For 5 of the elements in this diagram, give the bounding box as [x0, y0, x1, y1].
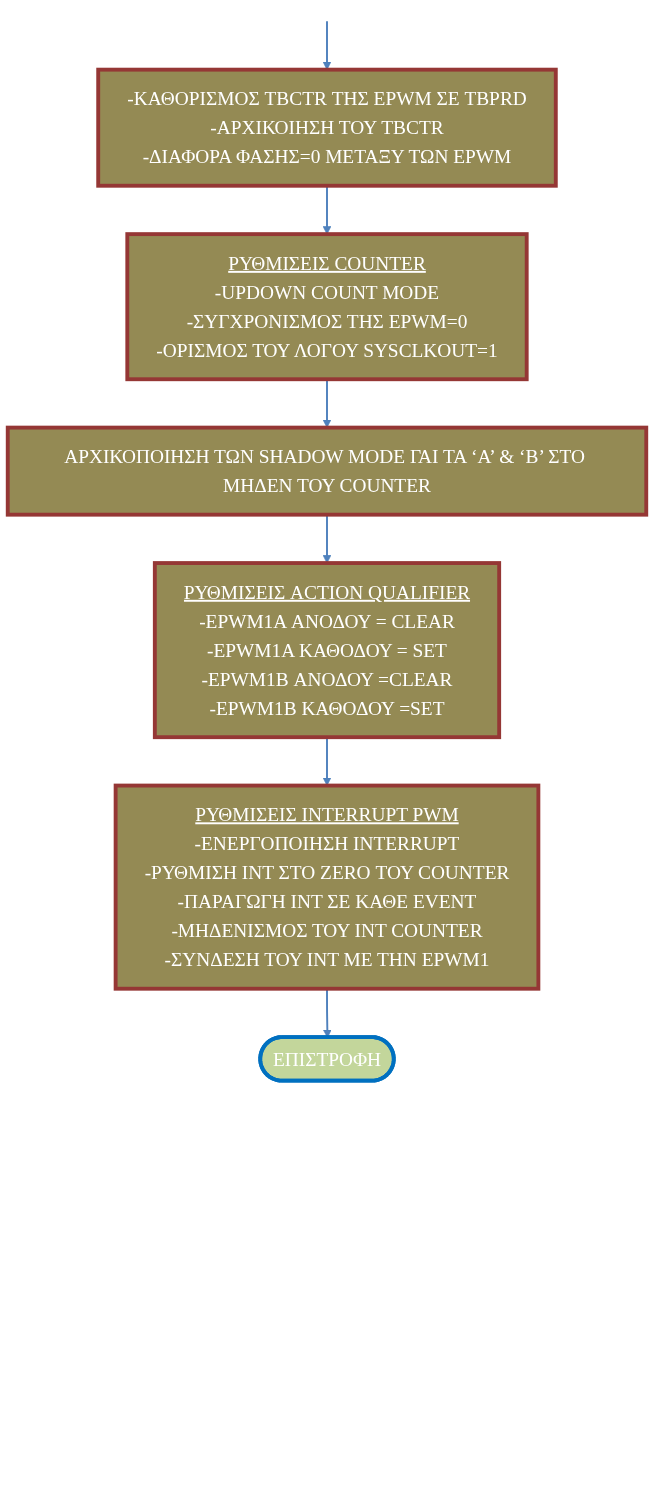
node-box: ΡΥΘΜΙΣΕΙΣ ACTION QUALIFIER -EPWM1A ΑΝΟΔΟΥ = CLEAR -EPWM1A ΚΑΘΟΔΟΥ = SET -EPWM1B ΑΝΟΔΟΥ =CLEAR -EPWM1B ΚΑΘΟΔΟΥ =SET: [152, 561, 502, 740]
node-box: -ΚΑΘΟΡΙΣΜΟΣ TBCTR ΤΗΣ EPWM ΣΕ TBPRD -ΑΡΧΙΚΟΙΗΣΗ ΤΟΥ TBCTR -ΔΙΑΦΟΡΑ ΦΑΣΗΣ=0 ΜΕΤΑΞΥ ΤΩΝ EPWM: [96, 67, 558, 188]
node-box: ΡΥΘΜΙΣΕΙΣ INTERRUPT PWM -ΕΝΕΡΓΟΠΟΙΗΣΗ INTERRUPT -ΡΥΘΜΙΣΗ INT ΣΤΟ ZERO ΤΟΥ COUNTER -ΠΑΡΑΓΩΓΗ INT ΣΕ ΚΑΘΕ EVENT -ΜΗΔΕΝΙΣΜΟΣ ΤΟΥ INT COUNTER -ΣΥΝΔΕΣΗ ΤΟΥ INT ΜΕ ΤΗΝ EPWM1: [113, 783, 541, 991]
node-box: ΑΡΧΙΚΟΠΟΙΗΣΗ ΤΩΝ SHADOW MODE ΓΑΙ ΤΑ ‘A’ & ‘B’ ΣΤΟ ΜΗΔΕΝ ΤΟΥ COUNTER: [5, 425, 649, 517]
node-box: ΡΥΘΜΙΣΕΙΣ COUNTER -UPDOWN COUNT MODE -ΣΥΓΧΡΟΝΙΣΜΟΣ ΤΗΣ EPWM=0 -ΟΡΙΣΜΟΣ ΤΟΥ ΛΟΓΟΥ SYSCLKOUT=1: [125, 232, 529, 382]
